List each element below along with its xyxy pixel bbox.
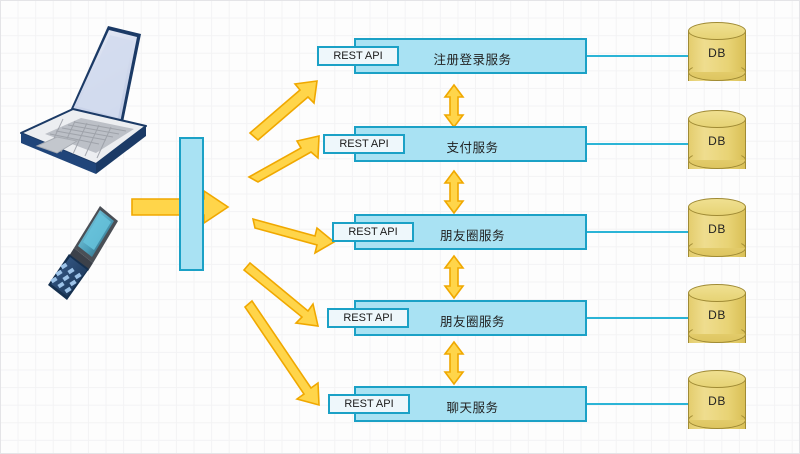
- rest-api-tab[interactable]: REST API: [317, 46, 399, 66]
- db-top-ellipse: [688, 110, 746, 128]
- database-cylinder[interactable]: DB: [688, 370, 746, 438]
- service-label: 注册登录服务: [433, 51, 512, 67]
- db-bottom-edge: [688, 63, 746, 81]
- rest-api-label: REST API: [339, 138, 389, 150]
- service-db-connector: [586, 403, 689, 405]
- db-top-ellipse: [688, 198, 746, 216]
- service-label: 支付服务: [446, 139, 499, 155]
- service-label: 聊天服务: [446, 399, 499, 415]
- service-db-connector: [586, 143, 689, 145]
- inter-service-arrow-3: [443, 254, 465, 300]
- service-label: 朋友圈服务: [439, 227, 505, 243]
- db-label: DB: [708, 46, 726, 60]
- service-db-connector: [586, 231, 689, 233]
- gateway-to-services-arrows: [242, 80, 336, 407]
- rest-api-tab[interactable]: REST API: [323, 134, 405, 154]
- database-cylinder[interactable]: DB: [688, 198, 746, 266]
- service-label: 朋友圈服务: [439, 313, 505, 329]
- db-bottom-edge: [688, 411, 746, 429]
- api-gateway-bar[interactable]: [179, 137, 204, 271]
- rest-api-label: REST API: [344, 398, 394, 410]
- database-cylinder[interactable]: DB: [688, 110, 746, 178]
- service-box[interactable]: 朋友圈服务: [354, 300, 587, 336]
- db-label: DB: [708, 308, 726, 322]
- database-cylinder[interactable]: DB: [688, 284, 746, 352]
- db-label: DB: [708, 134, 726, 148]
- rest-api-tab[interactable]: REST API: [332, 222, 414, 242]
- db-label: DB: [708, 222, 726, 236]
- service-db-connector: [586, 55, 689, 57]
- rest-api-tab[interactable]: REST API: [327, 308, 409, 328]
- laptop-icon: [20, 26, 147, 174]
- mobile-phone-icon: [48, 206, 118, 300]
- inter-service-arrow-2: [443, 169, 465, 215]
- db-bottom-edge: [688, 151, 746, 169]
- database-cylinder[interactable]: DB: [688, 22, 746, 90]
- db-bottom-edge: [688, 325, 746, 343]
- inter-service-arrow-4: [443, 340, 465, 386]
- inter-service-arrow-1: [443, 83, 465, 129]
- rest-api-label: REST API: [333, 50, 383, 62]
- rest-api-label: REST API: [348, 226, 398, 238]
- rest-api-label: REST API: [343, 312, 393, 324]
- service-db-connector: [586, 317, 689, 319]
- db-bottom-edge: [688, 239, 746, 257]
- db-top-ellipse: [688, 284, 746, 302]
- db-label: DB: [708, 394, 726, 408]
- db-top-ellipse: [688, 22, 746, 40]
- db-top-ellipse: [688, 370, 746, 388]
- rest-api-tab[interactable]: REST API: [328, 394, 410, 414]
- inter-service-arrows: [443, 83, 465, 386]
